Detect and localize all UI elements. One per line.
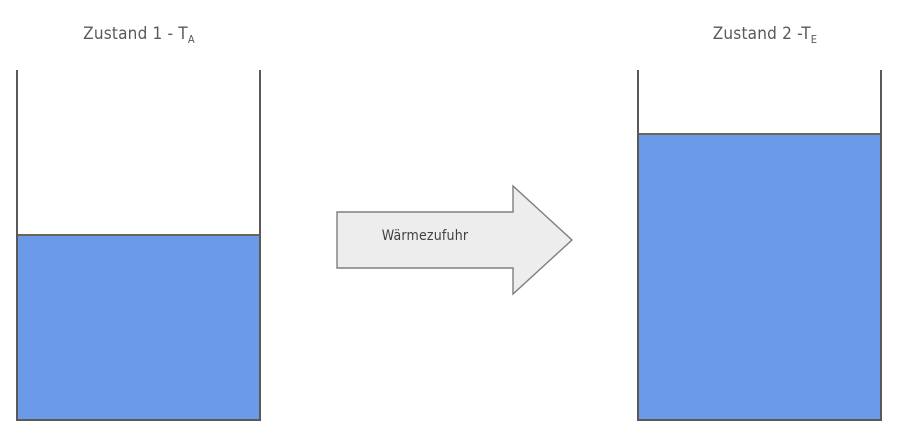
arrow-label: Wärmezufuhr	[381, 228, 469, 244]
right-state-title: Zustand 2 -TE	[664, 24, 866, 46]
left-state-title-subscript: A	[187, 33, 195, 46]
left-vessel-container	[16, 70, 261, 421]
left-state-title-text: Zustand 1 - T	[83, 24, 188, 44]
right-state-title-subscript: E	[810, 33, 818, 46]
left-vessel-liquid	[18, 234, 259, 419]
right-vessel-liquid	[639, 133, 880, 419]
arrow-shape	[336, 184, 574, 296]
heat-transfer-arrow	[330, 180, 580, 300]
right-vessel-container	[637, 70, 882, 421]
right-state-title-text: Zustand 2 -T	[712, 24, 811, 44]
left-state-title: Zustand 1 - TA	[38, 24, 240, 46]
